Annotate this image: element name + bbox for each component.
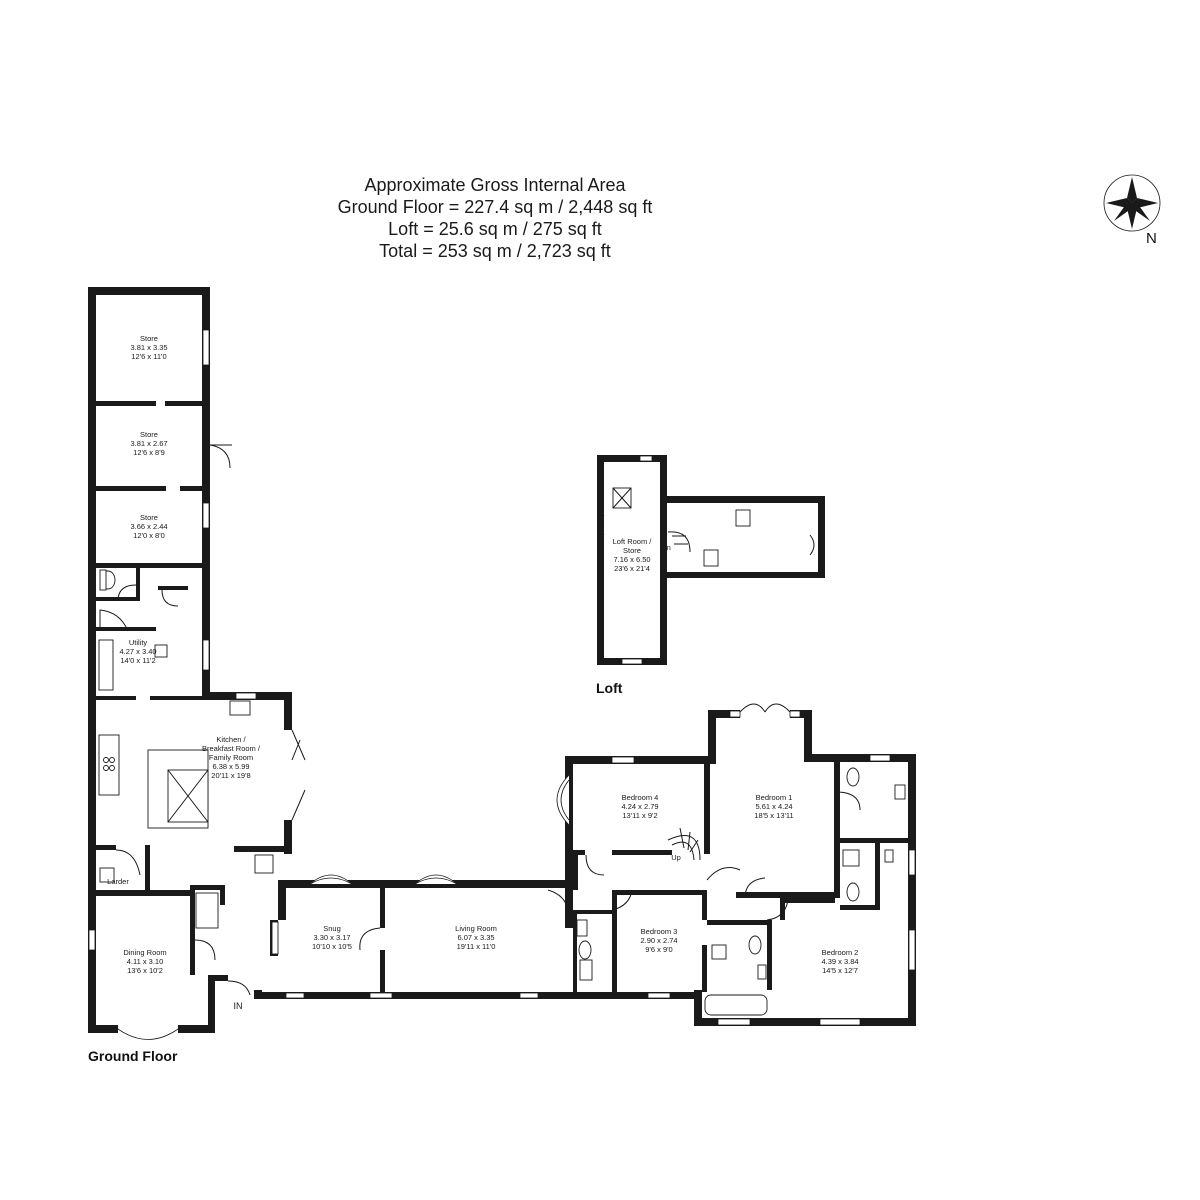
dining-imperial: 13'6 x 10'2 [127,966,163,975]
store-2-imperial: 12'6 x 8'9 [133,448,165,457]
compass-icon [1103,174,1161,232]
bedroom-3-imperial: 9'6 x 9'0 [645,945,672,954]
loft-room-imperial: 23'6 x 21'4 [614,564,650,573]
area-summary: Approximate Gross Internal Area Ground F… [260,174,730,262]
bedroom-1-imperial: 18'5 x 13'11 [754,811,793,820]
kitchen-name-3: Family Room [209,753,253,762]
living-metric: 6.07 x 3.35 [457,933,494,942]
bedroom-3-name: Bedroom 3 [641,927,678,936]
bedroom-4-metric: 4.24 x 2.79 [621,802,658,811]
dining-name: Dining Room [123,948,166,957]
doors [99,444,861,996]
bay-windows [117,774,570,1040]
living-name: Living Room [455,924,497,933]
living-imperial: 19'11 x 11'0 [457,942,496,951]
snug-metric: 3.30 x 3.17 [313,933,350,942]
larder-name: Larder [107,877,129,886]
loft-room-name-1: Loft Room / [613,537,653,546]
store-1-name: Store [140,334,158,343]
total-area: Total = 253 sq m / 2,723 sq ft [379,241,611,261]
utility-imperial: 14'0 x 11'2 [120,656,155,665]
room-labels: Store 3.81 x 3.35 12'6 x 11'0 Store 3.81… [107,334,858,1011]
loft-walls [597,455,825,665]
bedroom-2-imperial: 14'5 x 12'7 [822,966,858,975]
loft-floor-label: Loft [596,680,623,696]
loft-room-name-2: Store [623,546,641,555]
windows [88,329,916,1026]
bedroom-1-metric: 5.61 x 4.24 [755,802,792,811]
bedroom-2-metric: 4.39 x 3.84 [821,957,858,966]
store-1-metric: 3.81 x 3.35 [130,343,167,352]
store-3-metric: 3.66 x 2.44 [130,522,167,531]
ground-stairs [667,827,701,861]
utility-metric: 4.27 x 3.40 [119,647,156,656]
store-3-imperial: 12'0 x 8'0 [133,531,165,540]
bedroom-3-metric: 2.90 x 2.74 [640,936,677,945]
snug-name: Snug [323,924,341,933]
dining-metric: 4.11 x 3.10 [127,957,164,966]
bedroom-1-name: Bedroom 1 [756,793,793,802]
loft-room-metric: 7.16 x 6.50 [613,555,650,564]
loft-area: Loft = 25.6 sq m / 275 sq ft [388,219,602,239]
stairs-down-label: Dn [661,543,671,552]
store-2-metric: 3.81 x 2.67 [130,439,167,448]
store-2-name: Store [140,430,158,439]
store-3-name: Store [140,513,158,522]
ground-floor-area: Ground Floor = 227.4 sq m / 2,448 sq ft [337,197,653,217]
entrance-label: IN [234,1001,243,1011]
bedroom-2-name: Bedroom 2 [822,948,859,957]
kitchen-imperial: 20'11 x 19'8 [211,771,250,780]
north-label: N [1146,230,1157,247]
bedroom-4-name: Bedroom 4 [622,793,659,802]
ground-floor-label: Ground Floor [88,1048,178,1064]
fixtures [98,569,906,1016]
snug-imperial: 10'10 x 10'5 [312,942,352,951]
utility-name: Utility [129,638,148,647]
store-1-imperial: 12'6 x 11'0 [131,352,166,361]
stairs-up-label: Up [671,853,681,862]
kitchen-name-2: Breakfast Room / [202,744,261,753]
kitchen-name-1: Kitchen / [216,735,246,744]
bedroom-4-imperial: 13'11 x 9'2 [622,811,657,820]
kitchen-metric: 6.38 x 5.99 [212,762,249,771]
area-heading: Approximate Gross Internal Area [364,175,626,195]
